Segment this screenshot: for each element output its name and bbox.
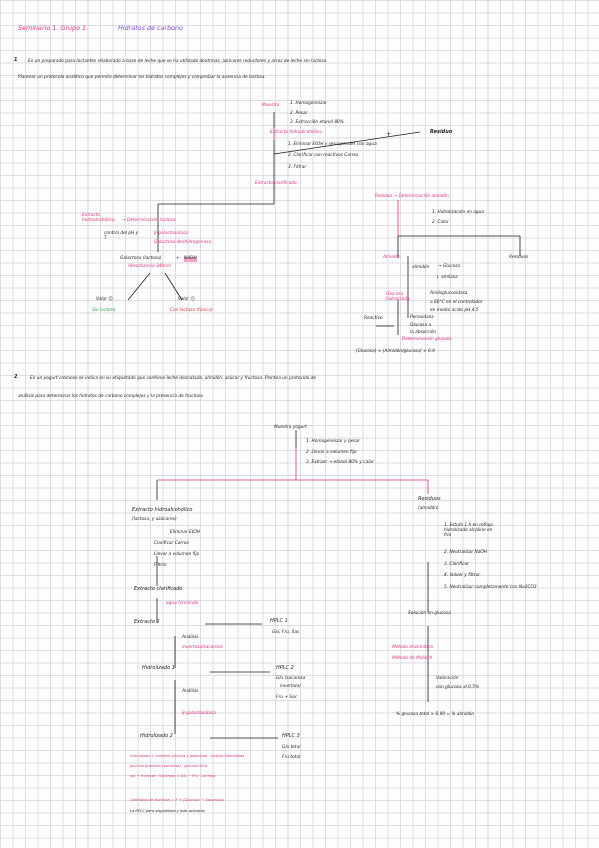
q2-note-final: La HPLC para disponibles y más azúcares: [130, 809, 205, 813]
q1-det-lactosa: → Determinación lactosa: [122, 218, 176, 223]
q2-hidrolizado2: Hidrolizado 2: [140, 733, 173, 739]
q1-step-a-2: 2. Pesar: [290, 111, 308, 116]
q2-hidrolizado1: Hidrolizado 1: [142, 665, 175, 671]
q2-right-step-5: 5. Neutralizar completamente con Na2CO3: [444, 585, 537, 590]
q2-solucion: Solución en glucosa: [408, 611, 451, 616]
q2-agua-hirviendo: agua hirviendo: [166, 601, 199, 606]
q1-step-b-1: 1. Eliminar EtOH y resuspender con agua: [288, 142, 377, 147]
q1-valor-ok: Valor ☺: [96, 297, 113, 302]
q1-plus: +: [386, 130, 392, 138]
q1-almidon-branch-2: → Glucosa: [438, 264, 461, 269]
q1-peroxidasa-1: Peroxidasa: [410, 315, 434, 320]
q2-hplc2: HPLC 2: [276, 665, 294, 671]
q2-left-title-1: Extracto hidroalcohólico: [132, 507, 193, 513]
q2-number: 2: [14, 374, 18, 380]
q2-right-step-3: 3. Clarificar: [444, 562, 469, 567]
q1-beta-gal: β-galactosidasa: [154, 231, 188, 236]
q2-right-step-2: 2. Neutralizar NaOH: [444, 550, 488, 555]
q2-right-title-2: (almidón): [418, 506, 439, 511]
q1-reactivo-mark: Reactivo: [364, 316, 383, 321]
q2-right-step-4: 4. Volver y filtrar: [444, 573, 481, 578]
q1-residuo-step-1: 1. Hidrolización en agua: [432, 210, 485, 215]
q1-con-lactosa: Con lactosa (tóxica): [170, 308, 213, 313]
q2-hplc2-detail-2: invertida): [280, 684, 301, 689]
q2-hplc1: HPLC 1: [270, 618, 288, 624]
q1-statement-line1: En un preparado para lactantes (elaborad…: [28, 59, 328, 64]
q2-note-3: glu + fructosa · Sacarosa = Glu − Fru · …: [130, 774, 216, 778]
q1-step-b-2: 2. Clarificar con reactivos Carrez: [288, 153, 359, 158]
q1-extracto-clarificado: Extracto clarificado: [255, 181, 297, 186]
q2-metodo-2: Método de Molisch: [392, 656, 433, 661]
q1-peroxidasa-2: Glucosa a: [410, 323, 432, 328]
q2-step-3: 3. Extraer → etanol 80% y calor: [306, 460, 374, 465]
q2-hplc3-detail-2: Fru total: [282, 755, 301, 760]
q1-residuo-step-2: 2. Calor: [432, 220, 449, 225]
q1-almidon-branch-3: ↓ amilasa: [436, 275, 458, 280]
q2-analisis1: Análisis: [182, 635, 199, 640]
q1-plus-2: +: [176, 256, 180, 261]
q2-formula-final: % glucosa total × 0.90 = % almidón: [396, 712, 475, 717]
q1-muestra: Muestra: [262, 103, 280, 108]
q2-statement-line1: En un yogurt cremoso se indica en su eti…: [30, 376, 316, 381]
q2-note-1: Hidrolizado 2 contiene glucosa y galacto…: [130, 754, 245, 758]
q1-galactosa: Galactosa (lactosa): [120, 256, 162, 261]
q2-valoracion-2: con glucosa al 0.5%: [436, 685, 480, 690]
q1-step-b-3: 3. Filtrar: [288, 165, 307, 170]
q1-step-a-1: 1. Homogeneizar: [290, 101, 327, 106]
q1-valor-bad: Valor ☹: [178, 297, 195, 302]
q1-absorbancia: Absorbancia 340nm: [128, 264, 172, 269]
q1-amiloglucosidasa-3: en medio ácido pH 4.5: [430, 308, 479, 313]
q1-nadh: NADH: [184, 256, 197, 262]
q1-almidon-branch-1: almidón: [412, 265, 430, 270]
q2-left-step-4: Filtrar: [154, 563, 167, 568]
q1-number: 1: [14, 57, 18, 63]
q2-hplc1-detail: Glu, Fru, Sac: [272, 630, 300, 635]
q2-hplc3-detail-1: Glu total: [282, 745, 301, 750]
q2-hplc2-detail-1: Glu (sacarosa: [276, 676, 306, 681]
q2-note-2: glucosa presente (sacarosa) · glucosa li…: [130, 764, 208, 768]
q2-formula: Cantidad de fructosa = F + (Glucosa − Sa…: [130, 797, 225, 802]
q1-residuo: Residuo: [430, 129, 453, 135]
q1-ph-note: control del pH y T: [104, 231, 139, 241]
q2-hplc3: HPLC 3: [282, 733, 300, 739]
q1-glucosa-hidrolizada: Glucosa hidrolizada: [386, 292, 410, 302]
q2-step-2: 2. Llevar a volumen fijo: [306, 450, 357, 455]
q2-valoracion-1: Valoración: [436, 676, 459, 681]
q1-extracto: Extracto hidroalcohólico: [270, 130, 322, 135]
q2-muestra: Muestra yogurt: [274, 425, 307, 430]
q2-enzima2: β-galactosidasa: [182, 711, 216, 716]
seminar-title: Seminario 1. Grupo 1.: [18, 24, 89, 32]
q1-det-glucosa: Determinación glucosa: [402, 337, 452, 342]
q2-metodo-1: Método enzimático: [392, 645, 433, 650]
q1-statement-line2: Plantear un protocolo analítico que perm…: [18, 75, 266, 80]
q1-residuos: Residuos: [509, 255, 529, 260]
q2-extracto-clarificado: Extracto clarificado: [134, 586, 183, 592]
q1-extracto-hidro: Extracto hidroalcohólico: [82, 213, 115, 223]
q1-gal-deh: Galactosa deshidrogenasa: [154, 240, 211, 245]
q2-statement-line2: análisis para determinar los hidratos de…: [18, 394, 205, 399]
q1-formula: [Glucosa] × [Almidón/glucosa] × 0.9: [356, 349, 435, 354]
q2-hplc2-detail-3: Fru + Sac: [276, 695, 298, 700]
q2-left-step-2: Clarificar Carrez: [154, 541, 189, 546]
topic-title: Hidratos de carbono: [118, 24, 183, 32]
q2-left-step-3: Llevar a volumen fijo: [154, 552, 200, 557]
q2-analisis2: Análisis: [182, 689, 199, 694]
q1-amiloglucosidasa-1: Amiloglucosidasa: [430, 291, 468, 296]
q2-right-title-1: Residuos: [418, 496, 441, 502]
q2-left-step-1: Eliminar EtOH: [170, 530, 200, 535]
q1-step-a-3: 3. Extracción etanol 80%: [290, 120, 344, 125]
q1-peroxidasa-3: la absorción: [410, 330, 437, 335]
q1-sin-lactosa: Sin lactosa: [92, 308, 116, 313]
q2-extracto1: Extracto 1: [134, 619, 160, 625]
q1-residuo-flow: Residuo → Determinación almidón: [375, 194, 449, 199]
q1-almidon: Almidón: [383, 255, 401, 260]
q2-right-step-1: 1. Estufa 1 h en reflujo hidrolizado alc…: [444, 523, 493, 538]
q2-step-1: 1. Homogeneizar y pesar: [306, 439, 361, 444]
q2-left-title-2: (lactosa, y azúcares): [132, 517, 177, 522]
q2-enzima1: invertasa/sacarosa: [182, 645, 223, 650]
q1-amiloglucosidasa-2: a 60°C en el controlador: [430, 300, 483, 305]
